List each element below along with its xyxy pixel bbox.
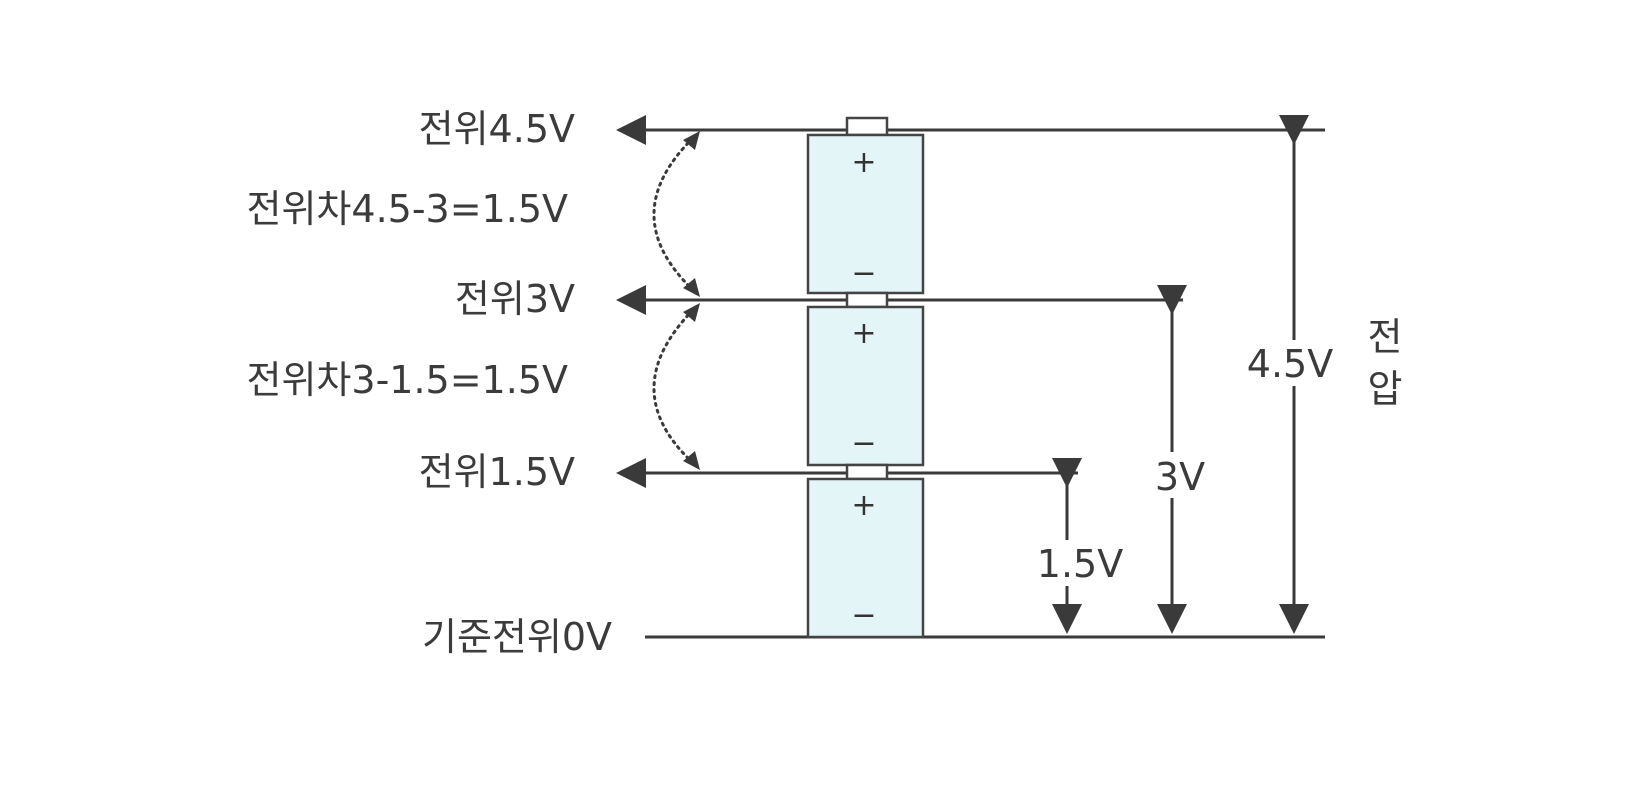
arrow-tip (683, 451, 700, 470)
label-voltage-4-5v: 4.5V (1247, 342, 1333, 386)
potential-diff-arrow-upper (652, 136, 695, 292)
label-voltage-3v: 3V (1155, 455, 1205, 499)
minus-sign: − (851, 598, 876, 633)
label-potential-top: 전위4.5V (419, 107, 575, 151)
label-reference-potential: 기준전위0V (422, 615, 612, 659)
battery-terminal (845, 116, 889, 137)
label-background (1252, 340, 1334, 386)
label-background (1148, 452, 1198, 498)
label-potential-low: 전위1.5V (419, 450, 575, 494)
plus-sign: + (851, 488, 876, 523)
label-voltage-word-1: 전 (1368, 315, 1403, 359)
plus-sign: + (851, 145, 876, 180)
label-background (1038, 540, 1098, 586)
label-voltage-word-2: 압 (1368, 367, 1403, 411)
battery-terminal (845, 291, 889, 309)
battery-body (806, 477, 925, 639)
battery-terminal (845, 463, 889, 481)
label-voltage-1-5v: 1.5V (1037, 542, 1123, 586)
label-potential-mid: 전위3V (455, 277, 575, 321)
label-potential-diff-upper: 전위차4.5-3=1.5V (247, 187, 568, 231)
battery-cell-mid: + − (806, 291, 925, 467)
minus-sign: − (851, 426, 876, 461)
label-potential-diff-lower: 전위차3-1.5=1.5V (247, 358, 568, 402)
arrow-tip (683, 303, 700, 322)
minus-sign: − (851, 256, 876, 291)
potential-diff-arrow-lower (652, 308, 695, 465)
arrow-tip (683, 278, 700, 297)
battery-cell-top: + − (806, 116, 925, 295)
plus-sign: + (851, 316, 876, 351)
battery-body (806, 133, 925, 295)
battery-cell-low: + − (806, 463, 925, 639)
arrow-tip (683, 131, 700, 150)
